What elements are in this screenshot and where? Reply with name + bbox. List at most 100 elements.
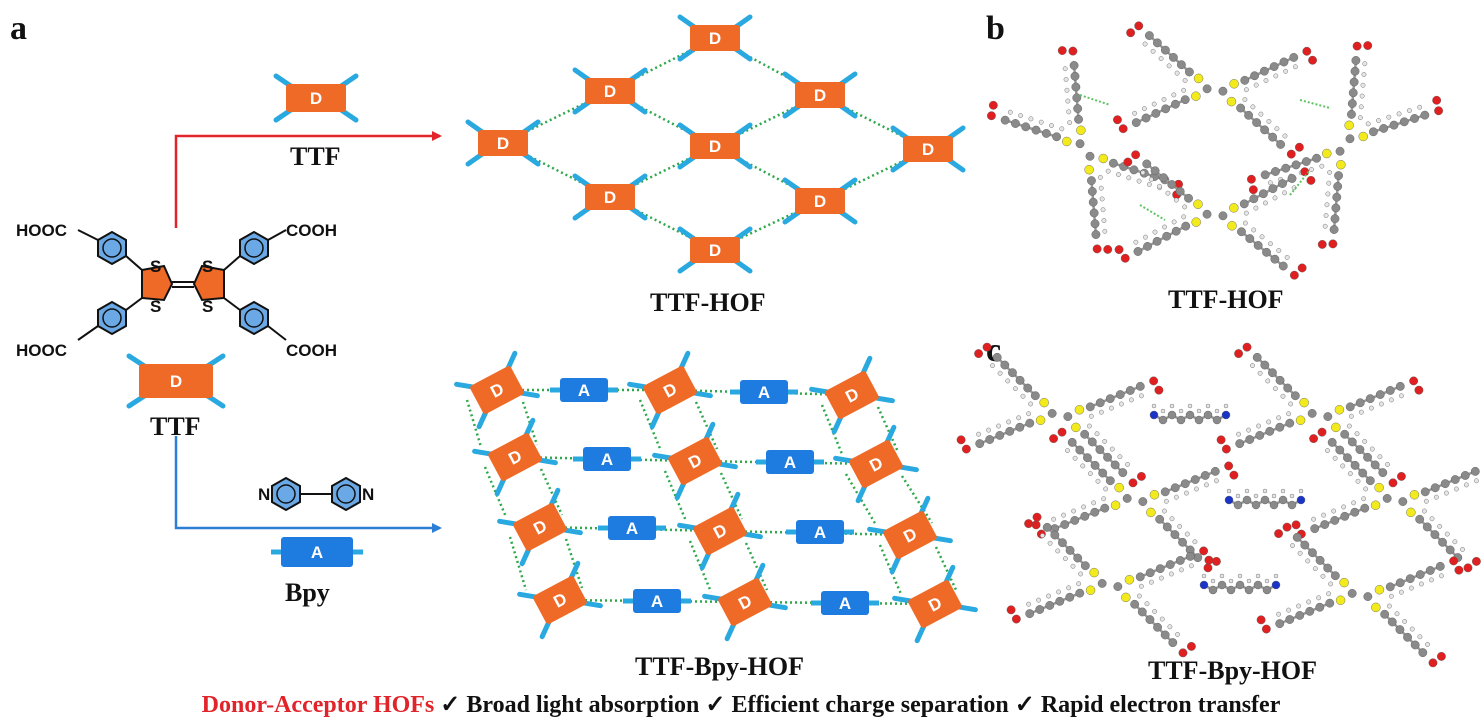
carbon-atom: [1170, 483, 1180, 493]
hydrogen-atom: [1158, 56, 1164, 61]
oxygen-atom: [1363, 41, 1373, 50]
carbon-atom: [1395, 625, 1405, 635]
carbon-atom: [1250, 71, 1259, 81]
hydrogen-atom: [1262, 488, 1268, 494]
carbon-atom: [1315, 602, 1325, 612]
hydrogen-atom: [1109, 446, 1115, 452]
donor-block-bpy-hof: D: [497, 487, 583, 567]
hydrogen-bond: [820, 404, 844, 455]
carbon-atom: [1151, 109, 1161, 118]
hydrogen-atom: [1056, 589, 1061, 595]
block-letter: D: [310, 89, 322, 108]
oxygen-atom: [1123, 157, 1133, 167]
carbon-atom: [1226, 585, 1236, 595]
hydrogen-atom: [1076, 581, 1082, 587]
carbon-atom: [1095, 445, 1105, 455]
carbon-atom: [1365, 394, 1375, 404]
carbon-atom: [1242, 495, 1252, 505]
carbon-atom: [1418, 648, 1428, 658]
oxygen-atom: [987, 111, 996, 121]
hydrogen-atom: [986, 427, 991, 433]
hydrogen-atom: [1325, 191, 1331, 197]
hydrogen-atom: [1226, 488, 1232, 494]
carbon-atom: [1269, 500, 1279, 510]
oxygen-atom: [1308, 55, 1317, 65]
carbon-atom: [1060, 520, 1070, 529]
carbon-atom: [1292, 532, 1302, 542]
carbon-atom: [1008, 368, 1017, 378]
hydrogen-atom: [1080, 463, 1086, 469]
hydrogen-atom: [1376, 118, 1381, 123]
carbon-atom: [1011, 119, 1020, 128]
oxygen-atom: [1437, 652, 1446, 661]
block-letter: A: [814, 523, 826, 542]
carbon-atom: [1233, 500, 1243, 510]
carbon-atom: [1153, 622, 1162, 632]
hydrogen-atom: [1357, 115, 1363, 121]
hydrogen-atom: [1351, 500, 1357, 506]
donor-block-bpy-hof: D: [517, 560, 603, 640]
carbon-atom: [1351, 56, 1361, 65]
carbon-atom: [1069, 61, 1079, 70]
hydrogen-atom: [1311, 516, 1316, 522]
carbon-atom: [1021, 122, 1031, 132]
carbon-atom: [1000, 115, 1010, 125]
hydrogen-atom: [1049, 123, 1054, 128]
carbon-atom: [1171, 226, 1181, 236]
carbon-atom: [1355, 445, 1365, 455]
hydrogen-atom: [1061, 512, 1066, 518]
carbon-atom: [1152, 38, 1162, 48]
carbon-atom: [1210, 466, 1220, 476]
hydrogen-atom: [1142, 106, 1147, 112]
hydrogen-atom: [1078, 571, 1084, 577]
sulfur-atom: [1191, 217, 1201, 227]
hydrogen-atom: [1151, 403, 1157, 409]
hydrogen-bond: [638, 399, 663, 452]
block-letter: D: [709, 137, 721, 156]
oxygen-atom: [1032, 512, 1042, 522]
carbon-atom: [1217, 580, 1227, 590]
hydrogen-atom: [1255, 573, 1261, 579]
oxygen-atom: [1261, 624, 1271, 634]
carbon-atom: [1103, 452, 1112, 462]
hydrogen-atom: [1251, 227, 1257, 233]
carbon-atom: [1275, 619, 1285, 629]
carbon-atom: [1430, 483, 1440, 493]
hydrogen-atom: [1409, 585, 1414, 591]
hydrogen-atom: [1086, 423, 1092, 429]
acceptor-block-bpy-hof: A: [550, 378, 618, 402]
crystal-structure-layer: [956, 21, 1481, 668]
carbon-atom: [1142, 159, 1152, 169]
ttf-bpy-hof-right-label: TTF-Bpy-HOF: [1148, 656, 1318, 685]
hydrogen-atom: [1098, 185, 1104, 191]
hydrogen-atom: [1369, 405, 1374, 411]
carbon-atom: [1347, 99, 1357, 108]
hydrogen-atom: [1091, 500, 1097, 506]
hydrogen-atom: [1005, 378, 1011, 384]
carbon-atom: [1203, 410, 1213, 420]
donor-block-hof: D: [890, 125, 966, 173]
hydrogen-atom: [1305, 558, 1311, 564]
oxygen-atom: [1242, 342, 1252, 352]
carbon-atom: [1088, 197, 1098, 207]
hydrogen-atom: [1016, 415, 1022, 421]
hydrogen-atom: [1109, 405, 1114, 411]
hydrogen-atom: [1362, 61, 1368, 67]
cooh-label-bottom-right: COOH: [286, 341, 337, 360]
donor-block-bpy-hof: D: [702, 562, 788, 642]
carbon-atom: [1208, 585, 1218, 595]
nitrogen-label: N: [362, 485, 374, 504]
oxygen-atom: [974, 349, 983, 358]
oxygen-atom: [1309, 434, 1318, 443]
carbon-atom: [1244, 585, 1254, 595]
carbon-atom: [1042, 522, 1052, 532]
carbon-atom: [1218, 86, 1228, 96]
oxygen-atom: [1397, 472, 1406, 481]
carbon-atom: [1340, 511, 1350, 521]
oxygen-atom: [1221, 444, 1231, 454]
hydrogen-atom: [1087, 471, 1093, 477]
carbon-atom: [1410, 640, 1420, 650]
carbon-atom: [1279, 57, 1289, 67]
hydrogen-atom: [1152, 608, 1158, 614]
carbon-atom: [1113, 582, 1123, 591]
